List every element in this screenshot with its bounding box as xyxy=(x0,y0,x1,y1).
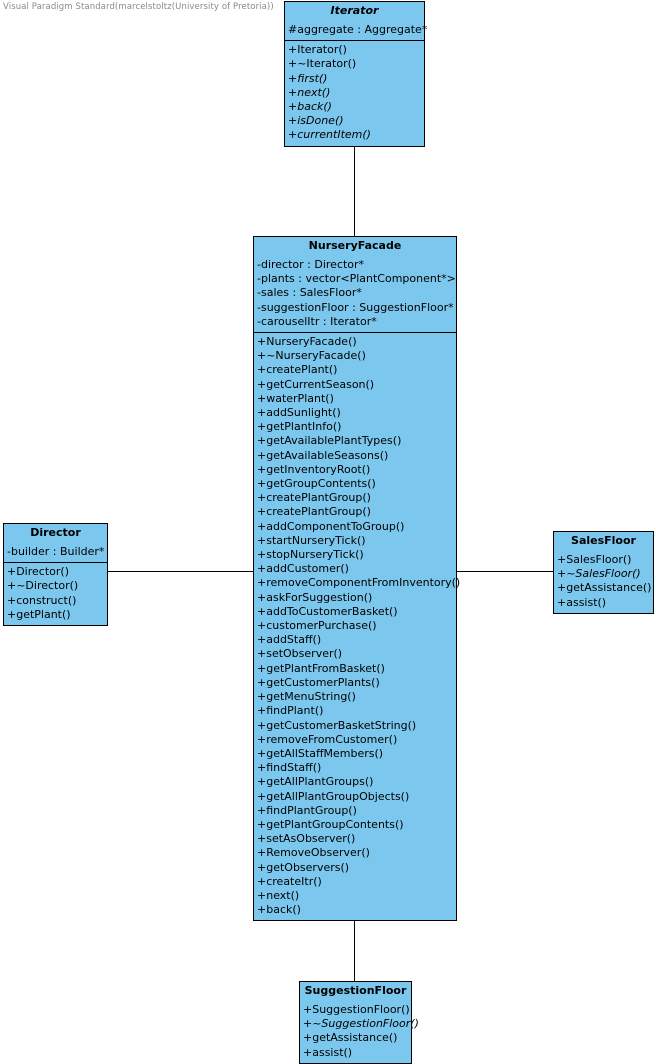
class-member: -carouselItr : Iterator* xyxy=(257,314,377,328)
class-member: +createPlantGroup() xyxy=(257,491,371,505)
class-operations-suggestionfloor: +SuggestionFloor()+~SuggestionFloor()+ge… xyxy=(300,1001,419,1063)
class-member: +waterPlant() xyxy=(257,391,334,405)
class-member: +getPlantFromBasket() xyxy=(257,661,385,675)
class-member: +findPlant() xyxy=(257,704,324,718)
class-operations-salesfloor: +SalesFloor()+~SalesFloor()+getAssistanc… xyxy=(554,551,653,613)
class-box-nurseryfacade[interactable]: NurseryFacade -director : Director*-plan… xyxy=(253,236,461,922)
class-member: +addCustomer() xyxy=(257,562,349,576)
class-member: #aggregate : Aggregate* xyxy=(288,23,428,36)
class-member: +~SalesFloor() xyxy=(557,567,641,581)
class-member: +getAvailableSeasons() xyxy=(257,448,389,462)
class-member: +construct() xyxy=(7,593,77,607)
class-member: +addStaff() xyxy=(257,633,322,647)
class-member: -plants : vector<PlantComponent*> xyxy=(257,272,456,286)
class-member: +createItr() xyxy=(257,874,322,888)
class-title-nurseryfacade: NurseryFacade xyxy=(308,239,402,252)
connector-iterator-nurseryfacade[interactable] xyxy=(354,141,355,236)
class-member: +getInventoryRoot() xyxy=(257,462,371,476)
class-member: +getCurrentSeason() xyxy=(257,377,375,391)
class-member: +setAsObserver() xyxy=(257,832,356,846)
class-operations-nurseryfacade: +NurseryFacade()+~NurseryFacade()+create… xyxy=(254,332,461,920)
class-member: +RemoveObserver() xyxy=(257,846,370,860)
class-member: +createPlant() xyxy=(257,363,338,377)
class-box-iterator[interactable]: Iterator #aggregate : Aggregate* +Iterat… xyxy=(284,1,428,147)
class-member: +getCustomerPlants() xyxy=(257,675,380,689)
class-member: +getPlantInfo() xyxy=(257,420,342,434)
class-member: +Iterator() xyxy=(288,43,347,57)
class-title-director: Director xyxy=(30,526,81,539)
class-member: +getCustomerBasketString() xyxy=(257,718,417,732)
class-title-salesfloor: SalesFloor xyxy=(571,534,636,547)
class-member: +first() xyxy=(288,71,328,85)
class-member: +findStaff() xyxy=(257,761,322,775)
class-member: +SalesFloor() xyxy=(557,553,632,566)
class-member: +getObservers() xyxy=(257,860,350,874)
class-member: +getPlantGroupContents() xyxy=(257,817,404,831)
watermark-label: Visual Paradigm Standard(marcelstoltz(Un… xyxy=(3,2,274,12)
class-member: +createPlantGroup() xyxy=(257,505,371,519)
class-member: +next() xyxy=(257,888,300,902)
class-member: +addToCustomerBasket() xyxy=(257,604,398,618)
class-box-director[interactable]: Director -builder : Builder* +Director()… xyxy=(3,523,108,627)
class-member: -builder : Builder* xyxy=(7,545,105,558)
class-member: +back() xyxy=(288,100,332,114)
class-member: +~Director() xyxy=(7,579,79,593)
class-member: +getAllPlantGroups() xyxy=(257,775,374,789)
class-member: +findPlantGroup() xyxy=(257,803,357,817)
class-member: -director : Director* xyxy=(257,258,365,271)
class-title-iterator: Iterator xyxy=(330,4,379,17)
class-member: +currentItem() xyxy=(288,128,371,142)
class-attributes-nurseryfacade: -director : Director*-plants : vector<Pl… xyxy=(254,256,456,332)
class-member: +assist() xyxy=(303,1045,353,1059)
class-member: +startNurseryTick() xyxy=(257,533,366,547)
class-member: +getPlant() xyxy=(7,607,71,621)
class-member: +~NurseryFacade() xyxy=(257,349,366,363)
class-member: +getAssistance() xyxy=(557,581,652,595)
class-member: -sales : SalesFloor* xyxy=(257,286,362,300)
class-member: +getAssistance() xyxy=(303,1031,398,1045)
class-operations-director: +Director()+~Director()+construct()+getP… xyxy=(4,562,107,625)
class-operations-iterator: +Iterator()+~Iterator()+first()+next()+b… xyxy=(285,40,424,145)
class-member: +SuggestionFloor() xyxy=(303,1003,410,1016)
class-member: +getMenuString() xyxy=(257,690,356,704)
connector-nurseryfacade-salesfloor[interactable] xyxy=(457,571,553,572)
class-member: +~SuggestionFloor() xyxy=(303,1017,419,1031)
class-member: +removeComponentFromInventory() xyxy=(257,576,461,590)
class-member: +getGroupContents() xyxy=(257,477,376,491)
class-member: +isDone() xyxy=(288,114,344,128)
class-box-salesfloor[interactable]: SalesFloor +SalesFloor()+~SalesFloor()+g… xyxy=(553,531,654,614)
connector-nurseryfacade-suggestionfloor[interactable] xyxy=(354,905,355,981)
class-member: +customerPurchase() xyxy=(257,619,377,633)
class-member: +addComponentToGroup() xyxy=(257,519,405,533)
class-attributes-iterator: #aggregate : Aggregate* xyxy=(285,21,428,40)
class-member: +getAllPlantGroupObjects() xyxy=(257,789,410,803)
class-member: +assist() xyxy=(557,595,607,609)
class-title-suggestionfloor: SuggestionFloor xyxy=(304,984,407,997)
class-member: +next() xyxy=(288,85,331,99)
class-member: +back() xyxy=(257,903,301,917)
connector-director-nurseryfacade[interactable] xyxy=(108,571,253,572)
class-member: +getAvailablePlantTypes() xyxy=(257,434,402,448)
class-member: +setObserver() xyxy=(257,647,343,661)
class-member: +getAllStaffMembers() xyxy=(257,746,384,760)
class-member: +removeFromCustomer() xyxy=(257,732,398,746)
class-member: +stopNurseryTick() xyxy=(257,548,364,562)
class-attributes-director: -builder : Builder* xyxy=(4,543,107,562)
class-member: +askForSuggestion() xyxy=(257,590,373,604)
class-member: +addSunlight() xyxy=(257,406,341,420)
class-member: +~Iterator() xyxy=(288,57,357,71)
class-member: +Director() xyxy=(7,565,69,579)
class-member: -suggestionFloor : SuggestionFloor* xyxy=(257,300,454,314)
class-member: +NurseryFacade() xyxy=(257,335,357,349)
class-box-suggestionfloor[interactable]: SuggestionFloor +SuggestionFloor()+~Sugg… xyxy=(299,981,419,1064)
